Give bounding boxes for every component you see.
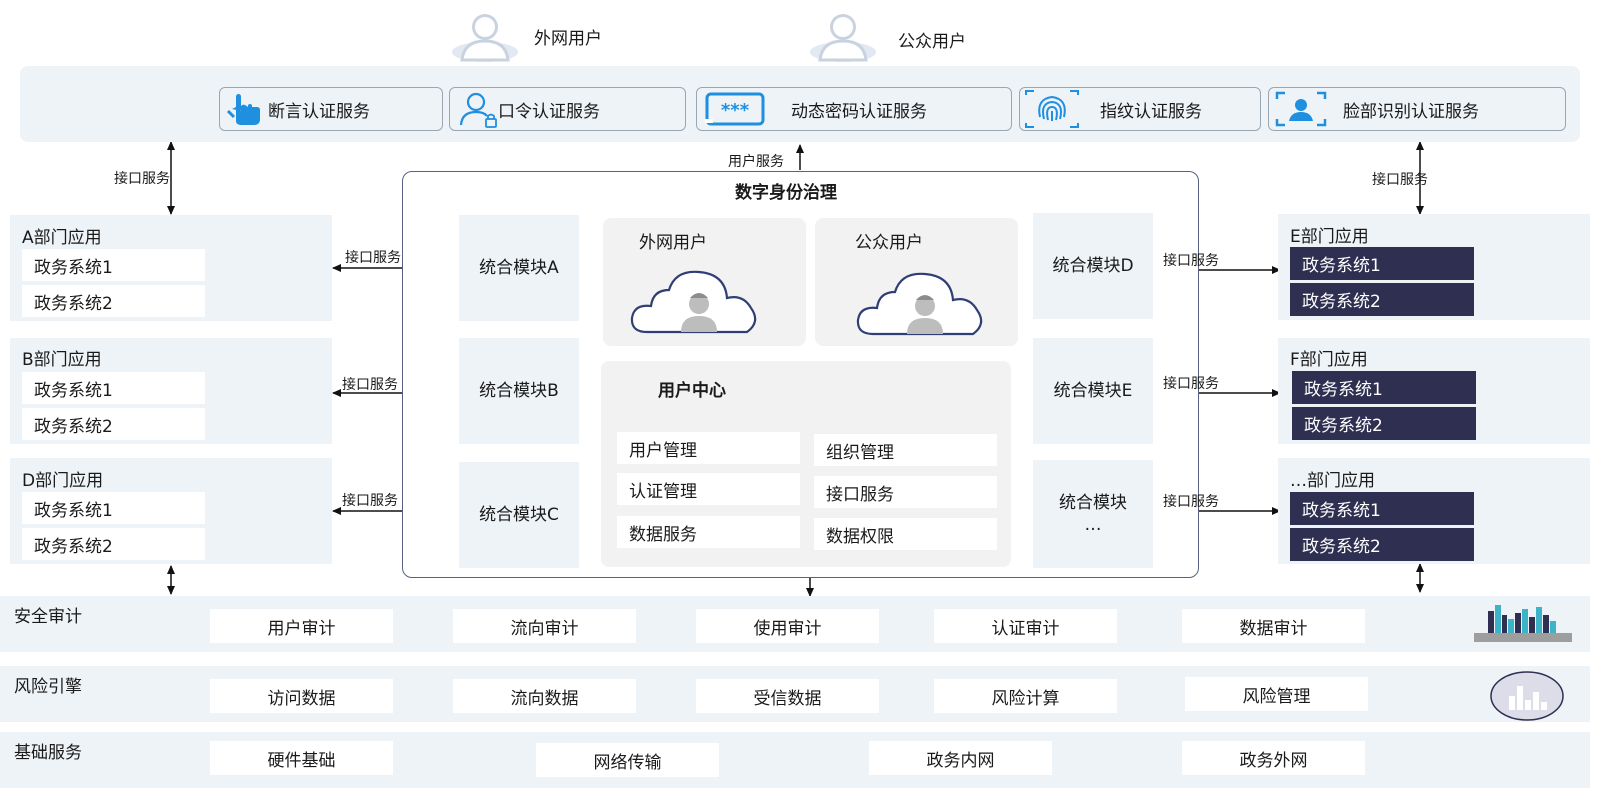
auth-service-face-label: 脸部识别认证服务 [1343,101,1479,122]
fingerprint-icon [1025,90,1079,128]
right-app-f-system-2: 政务系统2 [1292,407,1476,440]
left-app-a-system-1: 政务系统1 [22,249,205,281]
left-app-b-title: B部门应用 [22,350,102,370]
cloud-panel-public: 公众用户 [815,218,1018,346]
right-app-f-title: F部门应用 [1290,350,1368,370]
basic-item-intranet: 政务内网 [869,741,1052,775]
interface-label-left-2: 接口服务 [342,377,398,393]
auth-service-fingerprint-label: 指纹认证服务 [1100,101,1202,122]
right-app-etc: …部门应用 政务系统1 政务系统2 [1278,458,1590,564]
auth-service-password-label: 口令认证服务 [498,101,600,122]
user-center-item-interface: 接口服务 [814,476,997,508]
top-user-2 [810,8,890,64]
user-center-title: 用户中心 [658,381,726,401]
basic-item-extranet: 政务外网 [1182,741,1365,775]
interface-label-top-right: 接口服务 [1372,172,1428,188]
module-d: 统合模块D [1033,213,1153,319]
audit-item-user: 用户审计 [210,609,393,643]
user-service-label: 用户服务 [728,154,784,170]
hand-pointer-icon [226,94,260,125]
auth-service-assertion: 断言认证服务 [219,87,443,131]
right-app-etc-system-2: 政务系统2 [1290,528,1474,561]
cloud-panel-extranet: 外网用户 [603,218,806,346]
chart-circle-icon [1490,671,1564,721]
right-app-etc-system-1: 政务系统1 [1290,492,1474,525]
left-app-d-system-2: 政务系统2 [22,528,205,560]
auth-service-assertion-label: 断言认证服务 [268,101,370,122]
band-basic-services-title: 基础服务 [14,743,82,763]
risk-item-trusted: 受信数据 [696,679,879,713]
risk-item-flow: 流向数据 [453,679,636,713]
right-app-e-system-1: 政务系统1 [1290,247,1474,280]
band-security-audit-title: 安全审计 [14,607,82,627]
cloud-panel-extranet-label: 外网用户 [639,233,707,253]
right-app-f: F部门应用 政务系统1 政务系统2 [1278,338,1590,444]
audit-item-data: 数据审计 [1182,609,1365,643]
left-app-a: A部门应用 政务系统1 政务系统2 [10,215,332,321]
svg-text:***: *** [721,100,750,121]
basic-item-network: 网络传输 [536,743,719,777]
top-user-2-label: 公众用户 [898,32,966,52]
user-icon [452,14,518,62]
auth-service-otp: *** 动态密码认证服务 [696,87,1012,131]
risk-item-mgmt: 风险管理 [1185,677,1368,711]
face-scan-icon [1275,91,1327,127]
basic-item-hardware: 硬件基础 [210,741,393,775]
left-app-b-system-1: 政务系统1 [22,372,205,404]
audit-item-usage: 使用审计 [696,609,879,643]
left-app-d-title: D部门应用 [22,471,104,491]
auth-service-face: 脸部识别认证服务 [1268,87,1566,131]
auth-service-fingerprint: 指纹认证服务 [1019,87,1261,131]
module-a: 统合模块A [459,215,579,321]
user-center-item-org-mgmt: 组织管理 [814,434,997,466]
right-app-e: E部门应用 政务系统1 政务系统2 [1278,214,1590,320]
module-etc: 统合模块 … [1033,460,1153,568]
left-app-a-system-2: 政务系统2 [22,285,205,317]
left-app-d-system-1: 政务系统1 [22,492,205,524]
audit-item-auth: 认证审计 [934,609,1117,643]
right-app-f-system-1: 政务系统1 [1292,371,1476,404]
cloud-panel-public-label: 公众用户 [855,233,923,253]
left-app-b: B部门应用 政务系统1 政务系统2 [10,338,332,444]
auth-service-password: 口令认证服务 [449,87,686,131]
left-app-d: D部门应用 政务系统1 政务系统2 [10,458,332,564]
user-lock-icon [459,92,497,128]
user-center-item-data-permission: 数据权限 [814,518,997,550]
city-bars-icon [1474,605,1572,642]
interface-label-right-1: 接口服务 [1163,253,1219,269]
interface-label-right-3: 接口服务 [1163,494,1219,510]
interface-label-top-left: 接口服务 [114,171,170,187]
top-user-1 [452,8,532,64]
interface-label-right-2: 接口服务 [1163,376,1219,392]
band-risk-engine-title: 风险引擎 [14,677,82,697]
password-dots-icon: *** [705,92,765,126]
left-app-b-system-2: 政务系统2 [22,408,205,440]
module-b: 统合模块B [459,338,579,444]
right-app-e-title: E部门应用 [1290,227,1369,247]
user-center-item-auth-mgmt: 认证管理 [617,473,800,505]
interface-label-left-3: 接口服务 [342,493,398,509]
interface-label-left-1: 接口服务 [345,250,401,266]
risk-item-access: 访问数据 [210,679,393,713]
right-app-e-system-2: 政务系统2 [1290,283,1474,316]
governance-title: 数字身份治理 [735,183,837,203]
cloud-user-icon [630,270,757,334]
cloud-user-icon [856,272,983,336]
right-app-etc-title: …部门应用 [1290,471,1375,491]
risk-item-calc: 风险计算 [934,679,1117,713]
auth-service-otp-label: 动态密码认证服务 [791,101,927,122]
user-icon [810,14,876,62]
top-user-1-label: 外网用户 [534,29,602,49]
user-center-item-user-mgmt: 用户管理 [617,432,800,464]
user-center-item-data-service: 数据服务 [617,516,800,548]
module-c: 统合模块C [459,462,579,568]
module-e: 统合模块E [1033,338,1153,444]
left-app-a-title: A部门应用 [22,228,102,248]
audit-item-flow: 流向审计 [453,609,636,643]
